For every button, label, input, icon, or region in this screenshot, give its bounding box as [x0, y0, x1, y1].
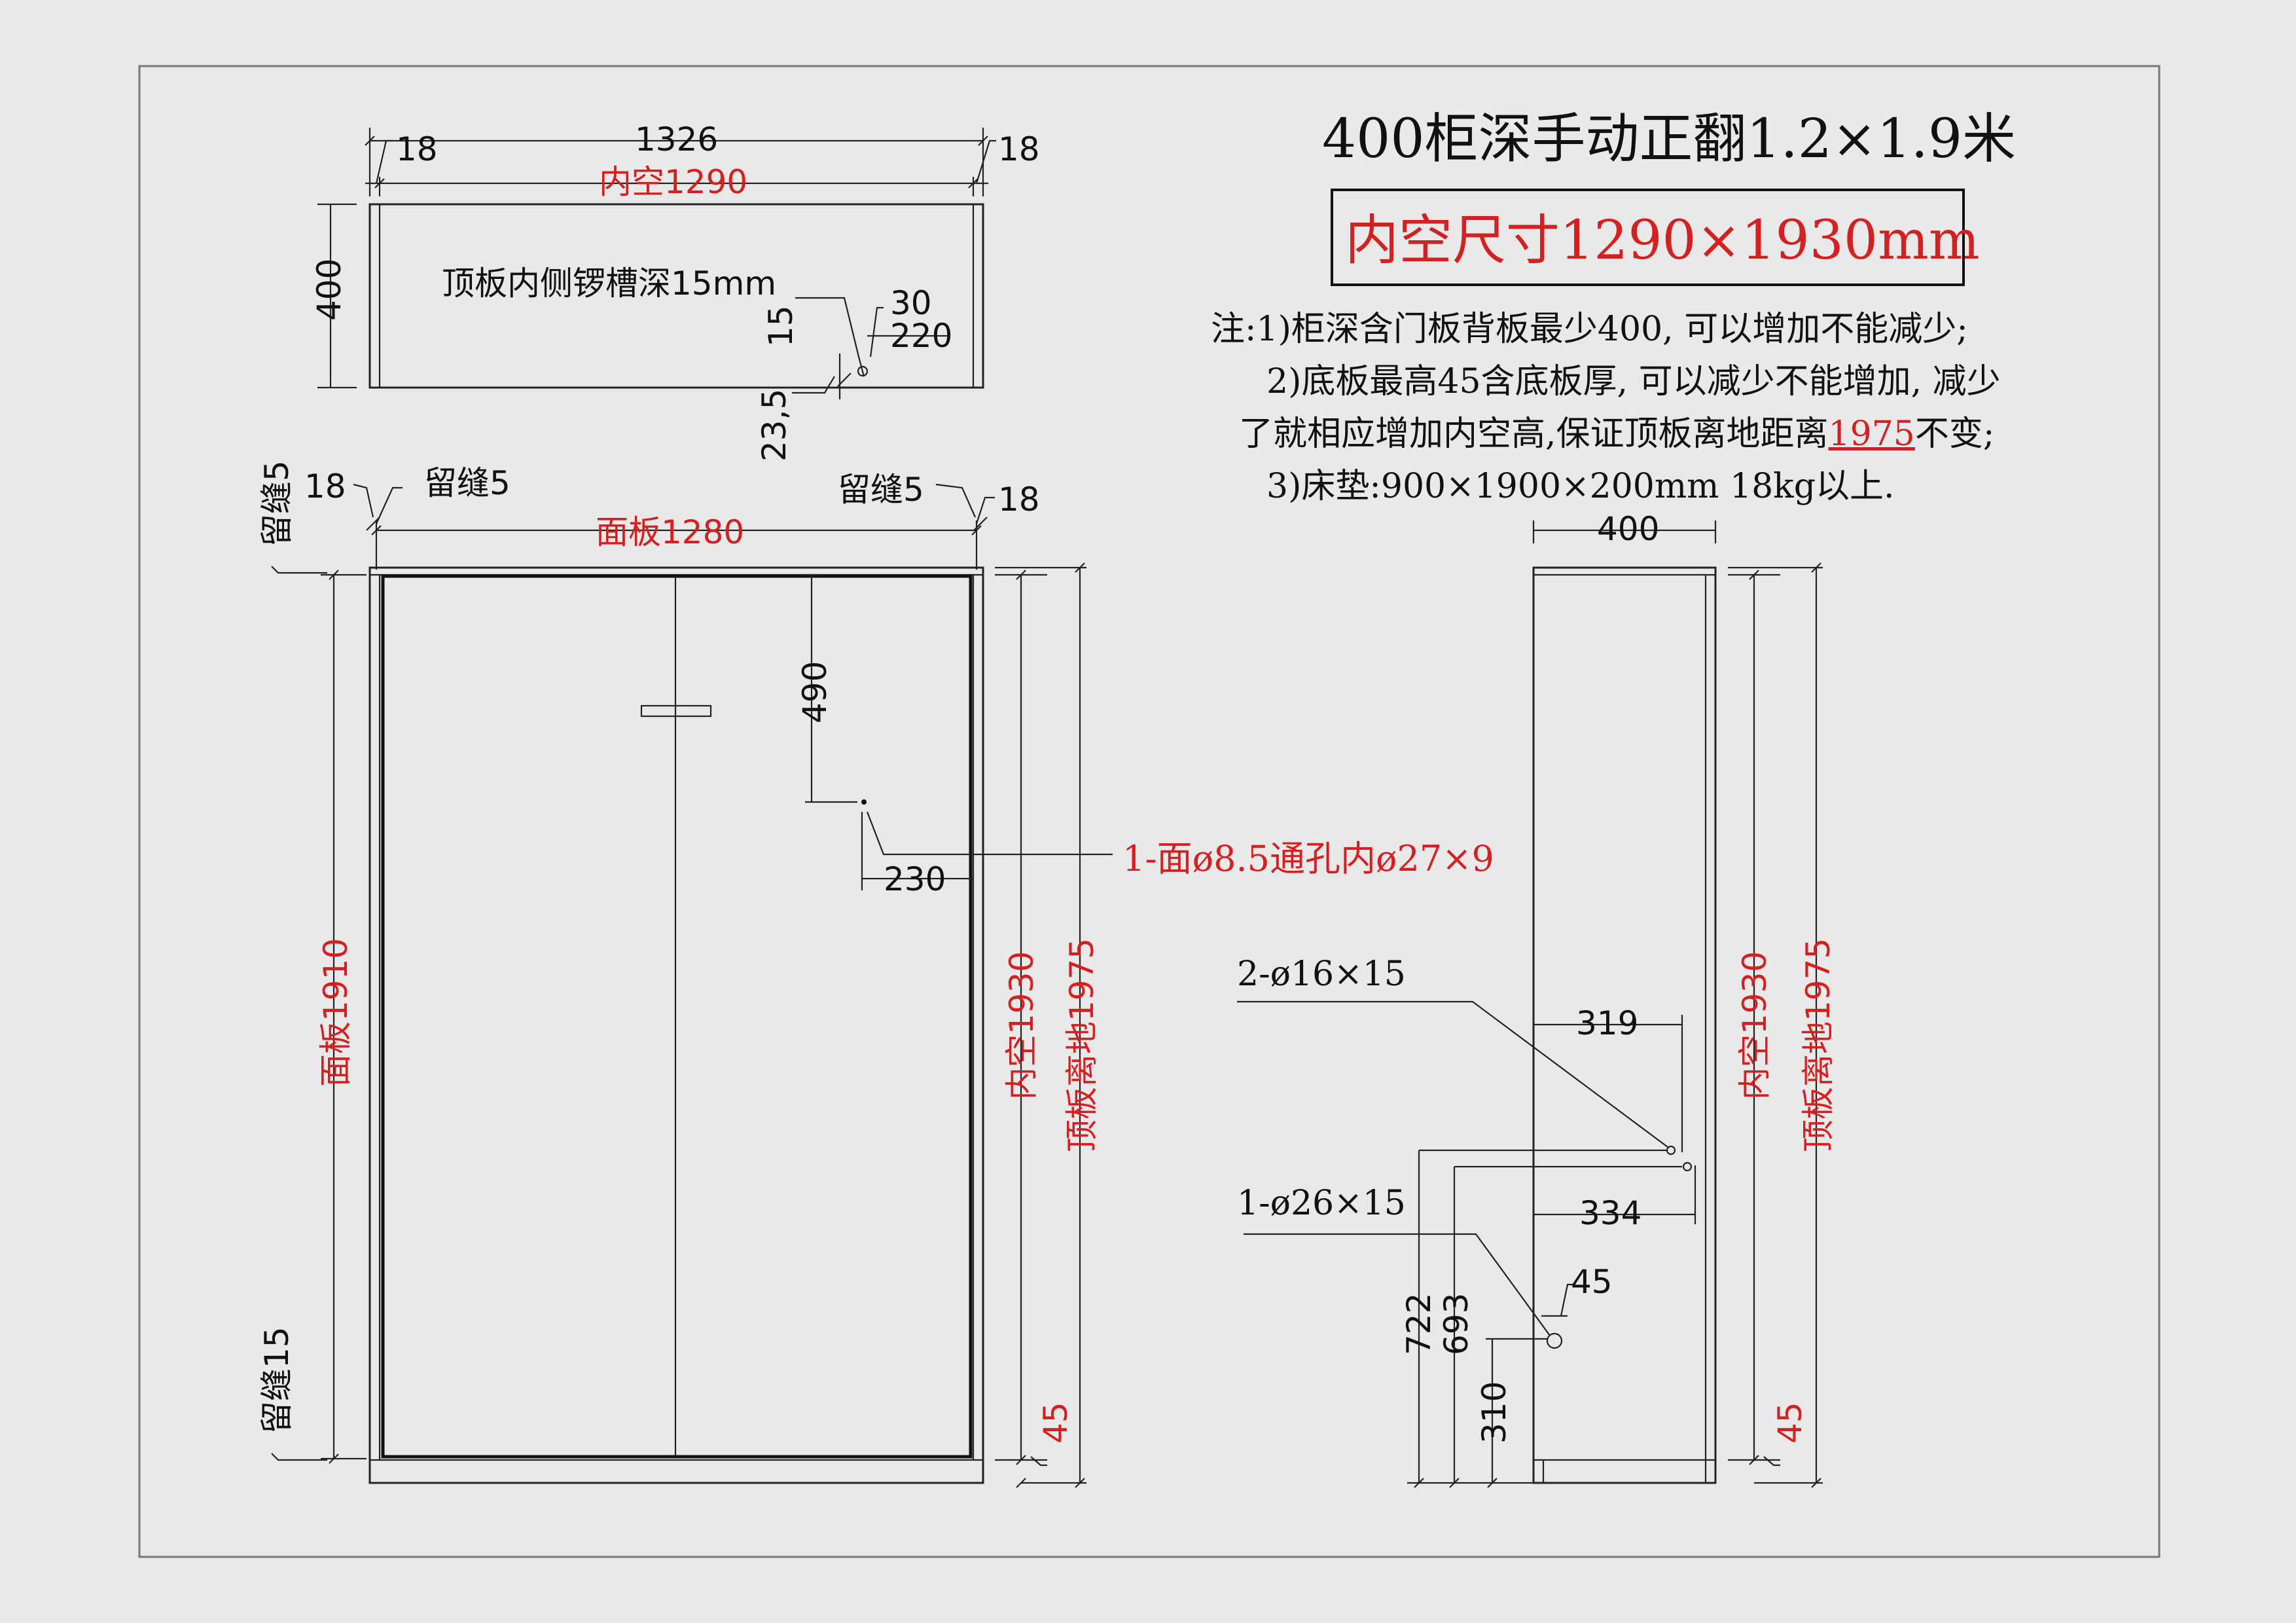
- note-line-2: 2)底板最高45含底板厚, 可以减少不能增加, 减少: [1266, 362, 2001, 401]
- dim-30: 30: [890, 284, 932, 322]
- dim-334: 334: [1579, 1194, 1641, 1232]
- dim-front-right-18: 18: [998, 481, 1040, 519]
- gap-right-5: 留缝5: [838, 471, 924, 509]
- drawing-title: 400柜深手动正翻1.2×1.9米: [1322, 108, 2016, 170]
- dim-693: 693: [1437, 1293, 1475, 1355]
- dim-top-right-18: 18: [998, 130, 1040, 168]
- dim-45-front: 45: [1037, 1402, 1075, 1444]
- side-view: [1237, 520, 1823, 1488]
- hole-note-front: 1-面ø8.5通孔内ø27×9: [1122, 838, 1494, 879]
- dim-side-400: 400: [1597, 510, 1659, 548]
- gap-top-5: 留缝5: [258, 460, 296, 547]
- dim-front-left-18: 18: [304, 467, 346, 505]
- dim-side-45: 45: [1571, 1263, 1613, 1301]
- cabinet-outline-front: [368, 566, 984, 1484]
- note-line-4: 3)床垫:900×1900×200mm 18kg以上.: [1266, 467, 1895, 506]
- handle: [640, 704, 712, 718]
- dim-top-left-18: 18: [396, 130, 438, 168]
- note-line-3: 了就相应增加内空高,保证顶板离地距离1975不变;: [1239, 414, 1994, 454]
- dim-310: 310: [1475, 1381, 1513, 1444]
- dim-490: 490: [796, 661, 834, 723]
- front-view: [271, 483, 1113, 1488]
- dim-230: 230: [884, 860, 946, 898]
- top-view: [317, 128, 996, 399]
- groove-note: 顶板内侧锣槽深15mm: [442, 264, 776, 302]
- hole-note-2: 2-ø16×15: [1237, 955, 1406, 994]
- dim-722: 722: [1400, 1293, 1438, 1355]
- dim-23-5: 23,5: [755, 389, 793, 462]
- inner-height-1930-side: 内空1930: [1736, 951, 1774, 1100]
- dim-1326: 1326: [635, 120, 718, 158]
- dim-45-side: 45: [1771, 1402, 1809, 1444]
- top-height-1975-front: 顶板离地1975: [1063, 938, 1101, 1152]
- note-line-1: 注:1)柜深含门板背板最少400, 可以增加不能减少;: [1211, 310, 1968, 349]
- dim-inner-1290: 内空1290: [599, 163, 747, 201]
- top-height-1975-side: 顶板离地1975: [1799, 938, 1837, 1152]
- panel-height-1910: 面板1910: [317, 938, 355, 1087]
- door-panel: [381, 574, 973, 1459]
- gap-bottom-15: 留缝15: [258, 1326, 296, 1434]
- sheet-frame: [138, 65, 2161, 1558]
- hole-note-1: 1-ø26×15: [1237, 1184, 1406, 1223]
- subtitle-box: [1331, 189, 1965, 286]
- inner-height-1930-front: 内空1930: [1003, 951, 1041, 1100]
- drawing-subtitle: 内空尺寸1290×1930mm: [1345, 210, 1980, 272]
- dim-depth-400: 400: [310, 259, 348, 321]
- dim-220: 220: [890, 317, 952, 355]
- gap-left-5: 留缝5: [424, 464, 511, 502]
- dim-319: 319: [1576, 1004, 1638, 1042]
- panel-width-1280: 面板1280: [596, 513, 744, 551]
- top-view-outline: [368, 203, 984, 389]
- dim-15: 15: [762, 305, 800, 347]
